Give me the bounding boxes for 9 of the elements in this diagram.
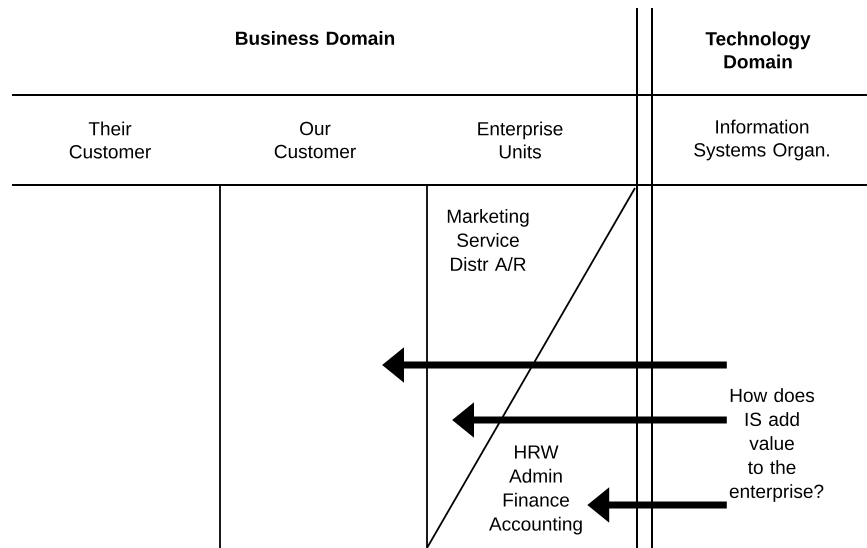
- unit-list: Marketing Service Distr A/R: [448, 209, 528, 271]
- unit-list: HRW Admin Finance Accounting: [489, 446, 582, 534]
- header-text: Technology Domain: [706, 32, 811, 68]
- header-text: Enterprise Units: [478, 122, 562, 158]
- header-text: Information Systems Organ.: [694, 120, 829, 160]
- header-text: Their Customer: [70, 122, 151, 158]
- question-text: How does IS add value to the enterprise?: [730, 388, 824, 502]
- header-text: Our Customer: [274, 122, 356, 158]
- header-text: Business Domain: [236, 31, 394, 45]
